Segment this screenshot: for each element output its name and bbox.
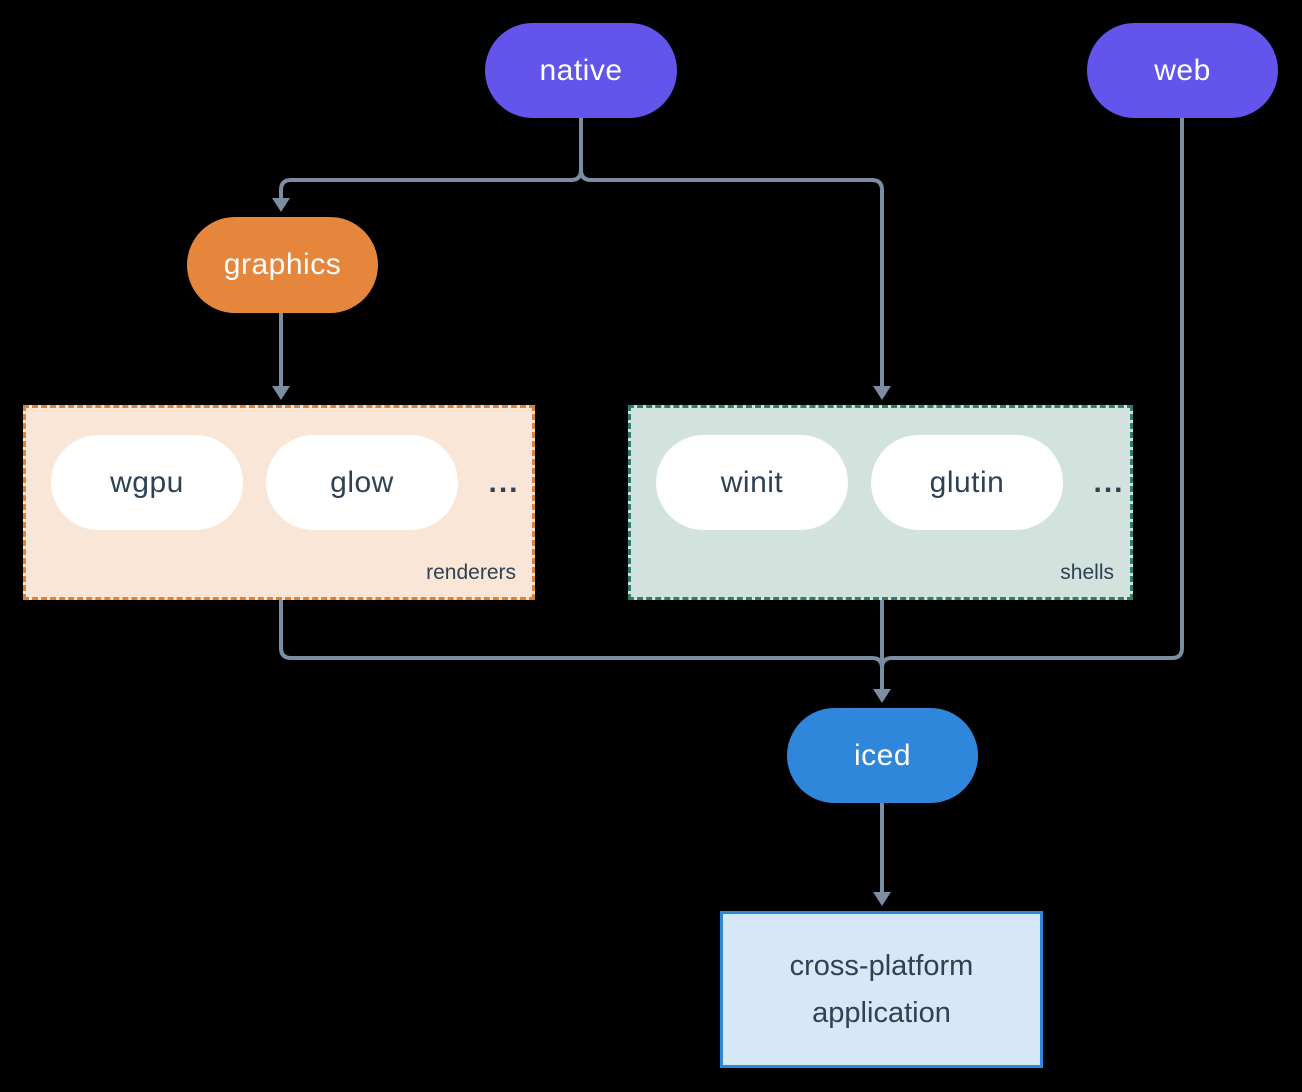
node-iced: iced — [787, 708, 978, 803]
node-graphics-label: graphics — [223, 248, 342, 281]
node-graphics: graphics — [187, 217, 378, 313]
node-winit-label: winit — [720, 465, 784, 499]
node-web: web — [1087, 23, 1278, 118]
arrowhead-into-graphics — [272, 198, 290, 212]
arrowhead-into-renderers — [272, 386, 290, 400]
arrowhead-into-app — [873, 892, 891, 906]
node-wgpu: wgpu — [51, 435, 243, 530]
edge-renderers-to-junction — [279, 600, 884, 669]
app-box-label-line2: application — [812, 996, 951, 1029]
node-cross-platform-application: cross-platform application — [720, 911, 1043, 1068]
node-iced-label: iced — [853, 738, 912, 772]
node-glow: glow — [266, 435, 458, 530]
edge-native-to-graphics — [279, 118, 583, 198]
shells-group-label: shells — [1060, 561, 1114, 584]
shells-ellipsis: ... — [1093, 465, 1125, 499]
app-box-label-line1: cross-platform — [789, 949, 974, 982]
node-native-label: native — [539, 53, 623, 87]
node-glutin-label: glutin — [929, 465, 1005, 499]
node-native: native — [485, 23, 677, 118]
group-shells: winit glutin ... shells — [628, 405, 1133, 600]
edge-native-to-shells — [579, 169, 884, 386]
node-glow-label: glow — [330, 465, 394, 499]
node-web-label: web — [1154, 53, 1211, 87]
node-winit: winit — [656, 435, 848, 530]
arrowhead-into-shells — [873, 386, 891, 400]
renderers-group-label: renderers — [426, 561, 516, 584]
node-glutin: glutin — [871, 435, 1063, 530]
arrowhead-into-iced — [873, 689, 891, 703]
node-wgpu-label: wgpu — [110, 465, 184, 499]
renderers-ellipsis: ... — [488, 465, 520, 499]
group-renderers: wgpu glow ... renderers — [23, 405, 535, 600]
